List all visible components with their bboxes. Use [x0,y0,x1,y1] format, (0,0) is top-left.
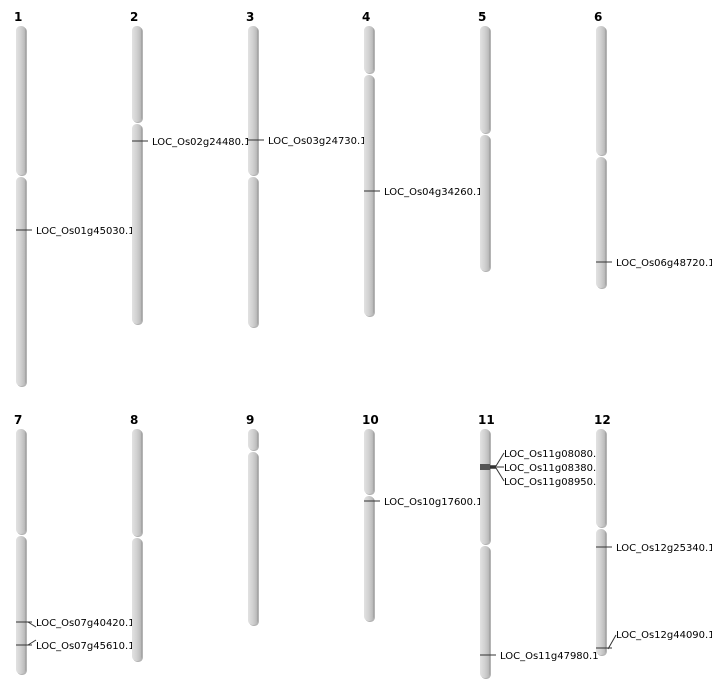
gene-label: LOC_Os10g17600.1 [384,497,483,508]
chromosome-short-arm [248,429,258,450]
gene-label: LOC_Os07g45610.1 [36,641,135,652]
gene-connector [495,467,505,482]
chromosome-long-arm [16,536,26,674]
chromosome-short-arm [248,26,258,175]
gene-label: LOC_Os12g25340.1 [616,543,712,554]
chromosome-long-arm [248,452,258,625]
chromosome-long-arm [480,135,490,271]
gene-label: LOC_Os11g47980.1 [500,651,599,662]
chromosome-short-arm [364,26,374,73]
chromosome-8: 8 [130,413,143,662]
chromosome-number: 11 [478,413,495,427]
chromosome-long-arm [16,177,26,386]
chromosome-long-arm [132,124,142,324]
gene-label: LOC_Os12g44090.1 [616,630,712,641]
chromosome-5: 5 [478,10,491,272]
chromosome-long-arm [248,177,258,327]
chromosome-number: 8 [130,413,138,427]
gene-label: LOC_Os06g48720.1 [616,258,712,269]
gene-label: LOC_Os04g34260.1 [384,187,483,198]
chromosome-number: 2 [130,10,138,24]
chromosome-short-arm [480,26,490,133]
chromosome-number: 10 [362,413,379,427]
gene-label: LOC_Os03g24730.1 [268,136,367,147]
chromosome-short-arm [596,26,606,155]
chromosome-long-arm [480,546,490,678]
gene-label: LOC_Os11g08080.1 [504,449,603,460]
chromosome-number: 3 [246,10,254,24]
gene-band [480,466,490,470]
chromosome-number: 9 [246,413,254,427]
gene-label: LOC_Os07g40420.1 [36,618,135,629]
chromosome-number: 6 [594,10,602,24]
gene-connector [607,634,617,650]
gene-label: LOC_Os11g08380.1 [504,463,603,474]
chromosome-long-arm [596,529,606,655]
chromosome-short-arm [16,429,26,534]
chromosome-long-arm [364,496,374,621]
chromosome-number: 1 [14,10,22,24]
chromosome-long-arm [132,538,142,661]
gene-label: LOC_Os11g08950.1 [504,477,603,488]
chromosome-number: 7 [14,413,22,427]
gene-connector [27,639,37,646]
chromosome-number: 5 [478,10,486,24]
gene-connector [495,452,505,467]
chromosome-short-arm [132,26,142,122]
chromosome-short-arm [364,429,374,494]
chromosome-short-arm [16,26,26,175]
chromosome-long-arm [596,157,606,288]
chromosome-number: 12 [594,413,611,427]
chromosome-number: 4 [362,10,370,24]
gene-label: LOC_Os01g45030.1 [36,226,135,237]
chromosome-short-arm [480,429,490,544]
gene-connector [27,621,37,628]
chromosome-9: 9 [246,413,259,626]
chromosome-short-arm [596,429,606,527]
chromosome-short-arm [132,429,142,536]
chromosome-11: 11LOC_Os11g08080.1LOC_Os11g08380.1LOC_Os… [478,413,603,679]
gene-label: LOC_Os02g24480.1 [152,137,251,148]
chromosome-long-arm [364,75,374,316]
